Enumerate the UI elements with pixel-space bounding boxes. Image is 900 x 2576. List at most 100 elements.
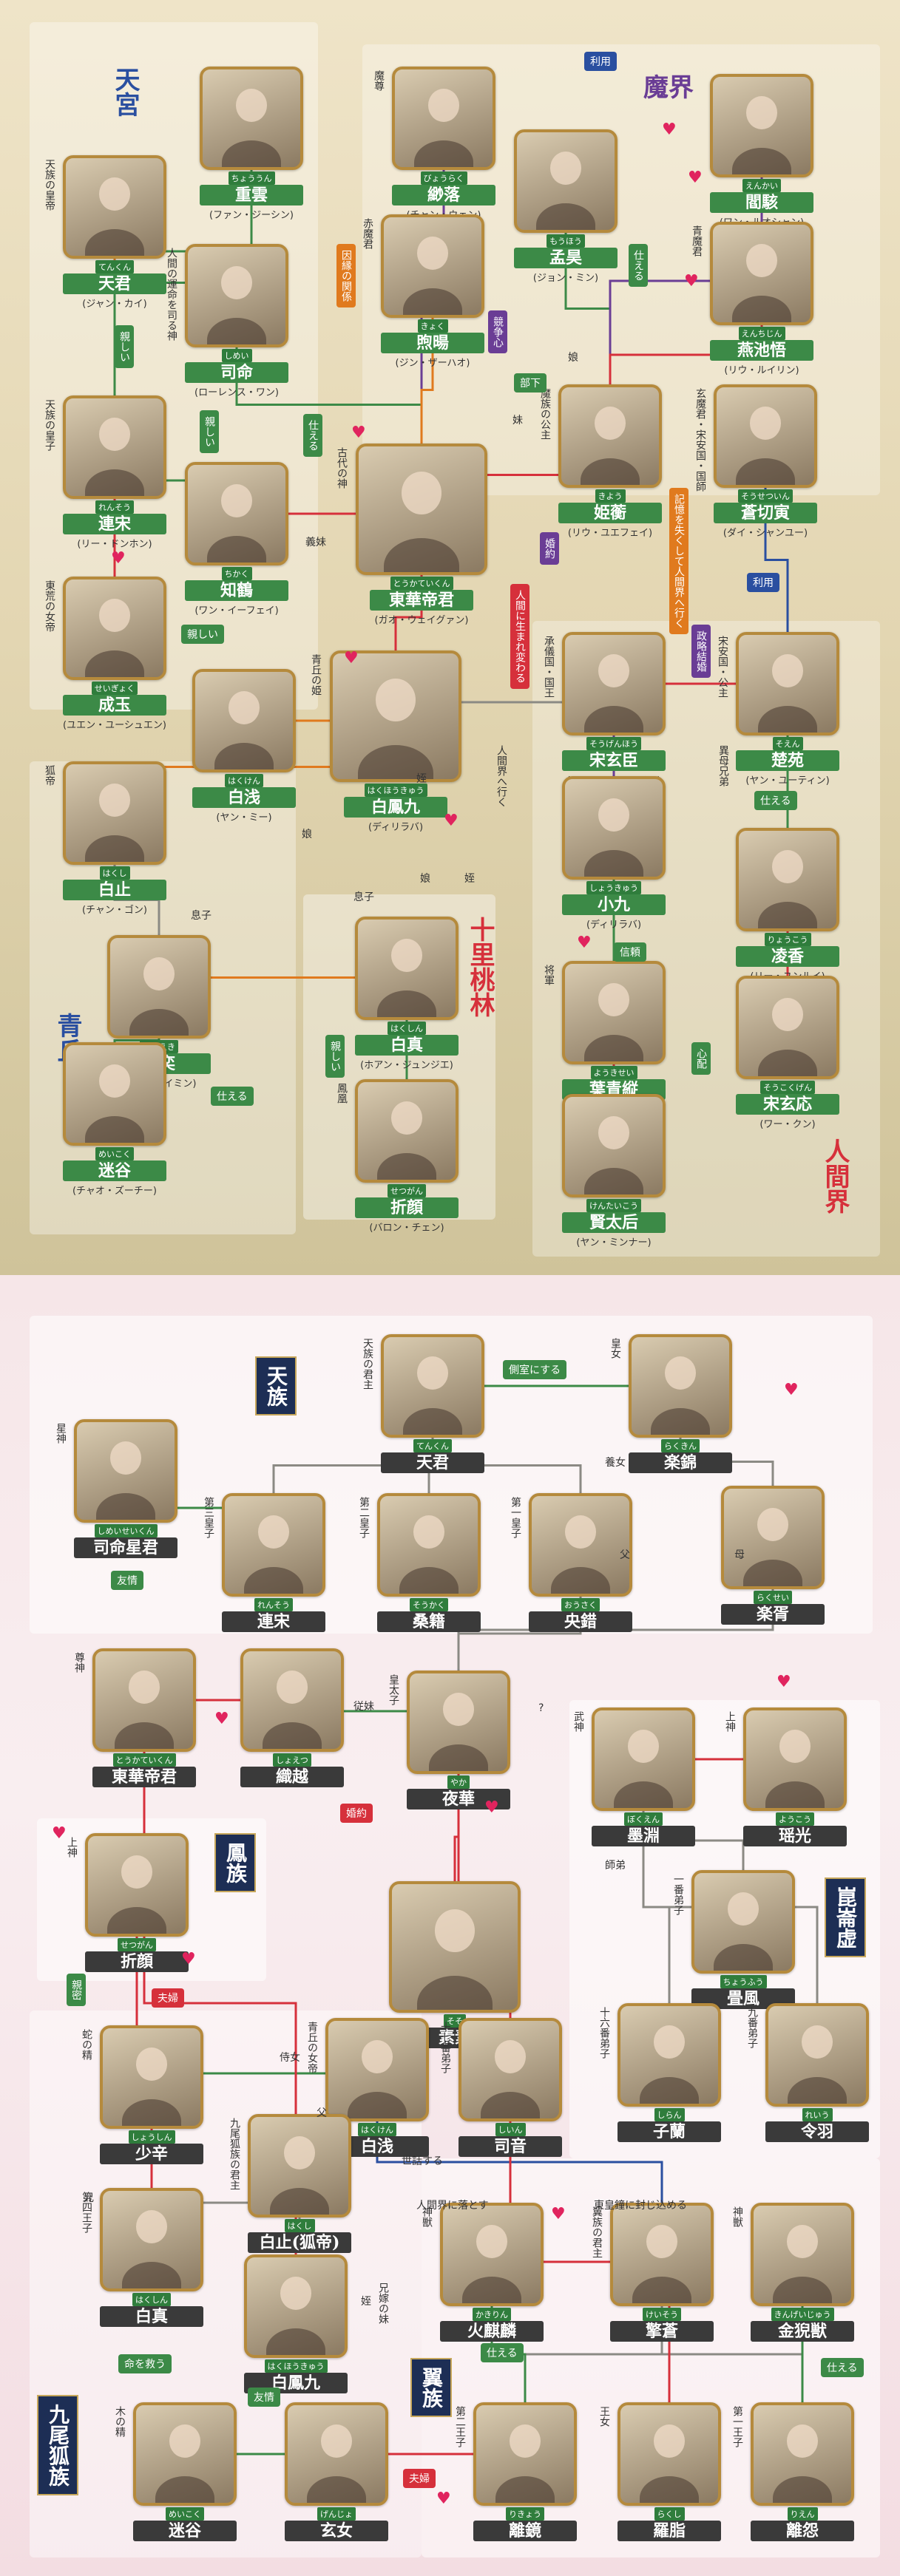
- top-portrait-meikoku: [63, 1042, 166, 1146]
- name-reading: きんげいじゅう: [771, 2308, 834, 2321]
- bottom-relation-label: 師弟: [599, 1855, 632, 1875]
- character-role: 十七番弟子: [439, 2022, 452, 2073]
- bottom-relation-label: 仕える: [481, 2343, 524, 2362]
- bottom-relation-label: 兄嫁の妹: [373, 2277, 393, 2330]
- makai-title: 魔界: [643, 74, 694, 102]
- top-portrait-enchi: [710, 222, 813, 325]
- heart-icon: ♥: [551, 2206, 566, 2223]
- top-relation-label: 競争心: [488, 310, 507, 353]
- top-portrait-chouun: [200, 67, 303, 170]
- bottom-node-soukaku: そうかく桑籍: [373, 1493, 484, 1632]
- character-name: 令羽: [765, 2121, 869, 2142]
- top-relation-label: 娘: [562, 347, 584, 367]
- jurito-title: 十里桃林: [466, 917, 494, 1017]
- bottom-portrait-shiran: [618, 2003, 721, 2107]
- heart-icon: ♥: [662, 122, 677, 138]
- heart-icon: ♥: [484, 1800, 499, 1816]
- bottom-relation-label: 養女: [599, 1452, 632, 1472]
- name-reading: めいこく: [95, 1147, 134, 1160]
- bottom-node-tenkun: てんくん天君: [377, 1334, 488, 1473]
- bottom-node-hakushin: はくしん白真: [96, 2188, 207, 2327]
- bottom-node-touka: とうかていくん東華帝君: [89, 1648, 200, 1787]
- konron-title: 崑崙虚: [825, 1877, 866, 1957]
- bottom-node-reiu: れいう令羽: [762, 2003, 873, 2142]
- name-reading: もうほう: [547, 234, 585, 248]
- bottom-portrait-soukaku: [377, 1493, 481, 1597]
- bottom-node-rensou: れんそう連宋: [218, 1493, 329, 1632]
- top-node-enkai: えんかい閻駭(ワン・ルオシャン): [706, 74, 817, 228]
- character-role: 九番弟子: [745, 2007, 759, 2048]
- top-relation-label: 利用: [584, 52, 617, 71]
- character-name: 緲落: [392, 185, 495, 205]
- name-reading: はくし: [285, 2219, 315, 2232]
- name-reading: しらん: [654, 2108, 685, 2121]
- actor-name: (リウ・ルイリン): [706, 362, 817, 376]
- bottom-node-rakin: らくきん楽錦: [625, 1334, 736, 1473]
- heart-icon: ♥: [577, 935, 592, 951]
- top-relation-label: 親しい: [325, 1035, 345, 1078]
- name-reading: きょく: [418, 319, 448, 333]
- actor-name: (ジョン・ミン): [510, 270, 621, 284]
- bottom-portrait-touka: [92, 1648, 196, 1752]
- character-name: 白真: [355, 1035, 459, 1056]
- top-portrait-kyoku: [381, 214, 484, 318]
- bottom-node-hakuhokyu: はくほうきゅう白鳳九: [240, 2254, 351, 2393]
- bottom-portrait-rensou: [222, 1493, 325, 1597]
- character-role: 尊神: [72, 1652, 86, 1673]
- character-role: 青魔君: [690, 225, 703, 256]
- actor-name: (バロン・チェン): [351, 1220, 462, 1234]
- name-reading: そうこくげん: [760, 1081, 815, 1094]
- top-portrait-kentaigo: [562, 1094, 666, 1197]
- character-name: 小九: [562, 894, 666, 915]
- character-name: 白鳳九: [344, 797, 447, 818]
- bottom-relation-label: 側室にする: [503, 1360, 566, 1379]
- kyubi-title: 九尾狐族: [37, 2395, 78, 2495]
- top-relation-label: 信頼: [614, 942, 646, 962]
- top-portrait-mouhou: [514, 129, 618, 233]
- bottom-portrait-shoshin: [100, 2025, 203, 2129]
- bottom-portrait-hakushin: [100, 2188, 203, 2291]
- top-relation-label: 親しい: [115, 325, 134, 368]
- name-reading: けいそう: [643, 2308, 681, 2321]
- character-role: 上神: [723, 1711, 737, 1732]
- bottom-node-shiran: しらん子蘭: [614, 2003, 725, 2142]
- top-portrait-sekigan: [355, 1079, 459, 1183]
- character-name: 東華帝君: [370, 590, 473, 611]
- bottom-relation-label: 兄: [78, 2188, 100, 2207]
- actor-name: (ジャン・カイ): [59, 296, 170, 310]
- character-name: 折顔: [85, 1951, 189, 1972]
- top-relation-label: 姪: [459, 869, 481, 888]
- actor-name: (ダイ・シャンユー): [710, 525, 821, 539]
- top-node-youkisei: ようきせい葉青縦(シュー・シャオイン): [558, 961, 669, 1115]
- character-role: 十六番弟子: [598, 2007, 611, 2059]
- name-reading: はくし: [100, 866, 130, 880]
- character-role: 狐帝: [43, 765, 56, 786]
- name-reading: かきりん: [473, 2308, 511, 2321]
- character-name: 閻駭: [710, 192, 813, 213]
- top-node-sekigan: せつがん折顔(バロン・チェン): [351, 1079, 462, 1234]
- actor-name: (ワー・クン): [732, 1116, 843, 1130]
- character-name: 瑶光: [743, 1826, 847, 1846]
- bottom-node-chofu: ちょうふう畳風: [688, 1870, 799, 2009]
- character-name: 天君: [63, 273, 166, 294]
- bottom-node-shoshin: しょうしん少辛: [96, 2025, 207, 2164]
- top-relation-label: 記憶を失くして人間界へ行く: [669, 488, 688, 634]
- bottom-node-hakushi: はくし白止(狐帝): [244, 2114, 355, 2253]
- bottom-portrait-rakushi: [618, 2402, 721, 2506]
- bottom-portrait-kaki: [440, 2203, 544, 2306]
- bottom-relation-label: ?: [532, 1700, 549, 1716]
- character-name: 白止: [63, 880, 166, 900]
- character-name: 司命星君: [74, 1537, 177, 1558]
- actor-name: (ファン・ジーシン): [196, 207, 307, 221]
- name-reading: らくきん: [661, 1439, 700, 1452]
- top-portrait-hakueki: [107, 935, 211, 1039]
- character-name: 東華帝君: [92, 1767, 196, 1787]
- tengu-title: 天宮: [111, 67, 139, 117]
- character-name: 燕池悟: [710, 340, 813, 361]
- character-name: 離怨: [751, 2521, 854, 2541]
- top-node-shokyu: しょうきゅう小九(ディリラバ): [558, 776, 669, 931]
- actor-name: (ヤン・ミンナー): [558, 1234, 669, 1248]
- name-reading: ちかく: [222, 567, 252, 580]
- bottom-relation-label: 従妹: [348, 1696, 380, 1716]
- character-role: 東荒の女帝: [43, 580, 56, 632]
